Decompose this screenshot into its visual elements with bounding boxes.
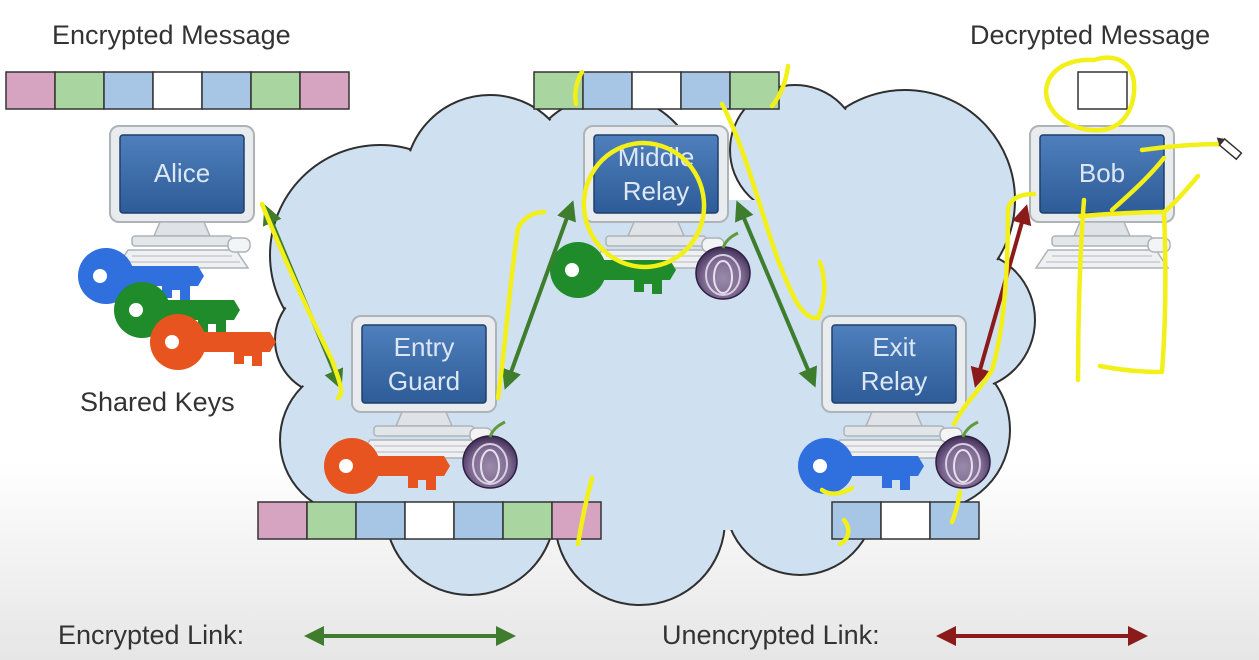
message-block-pink (551, 501, 602, 540)
message-block-white (631, 71, 682, 110)
message-blocks-exit (831, 501, 980, 540)
blue-key-icon-exit (798, 438, 924, 494)
unencrypted-link-legend-label: Unencrypted Link: (662, 620, 880, 650)
computer-exit-relay: Exit Relay (821, 315, 967, 459)
message-block-green (306, 501, 357, 540)
message-block-white (880, 501, 931, 540)
exit-relay-label-1: Exit (872, 332, 916, 362)
orange-key-icon (150, 314, 276, 370)
message-block-blue (453, 501, 504, 540)
computer-bob: Bob (1029, 125, 1175, 269)
message-block-green (54, 71, 105, 110)
message-block-pink (257, 501, 308, 540)
encrypted-message-title: Encrypted Message (52, 20, 291, 50)
encrypted-link-middle-exit (735, 200, 817, 388)
yellow-annotations (259, 55, 1225, 547)
decrypted-message-title: Decrypted Message (970, 20, 1211, 50)
message-block-pink (299, 71, 350, 110)
entry-guard-label-1: Entry (394, 332, 455, 362)
orange-key-icon-entry (324, 438, 450, 494)
message-blocks-entry (257, 501, 602, 540)
message-block-green (250, 71, 301, 110)
green-key-icon (114, 282, 240, 338)
shared-keys-label: Shared Keys (80, 387, 235, 417)
exit-relay-label-2: Relay (861, 366, 927, 396)
computer-entry-guard: Entry Guard (351, 315, 497, 459)
message-block-blue (103, 71, 154, 110)
message-block-green (502, 501, 553, 540)
encrypted-link-legend-label: Encrypted Link: (58, 620, 245, 650)
alice-label: Alice (154, 158, 210, 188)
unencrypted-link-exit-bob (970, 204, 1032, 388)
message-blocks-alice (5, 71, 350, 110)
pencil-cursor-icon (1216, 137, 1243, 161)
message-block-pink (5, 71, 56, 110)
middle-relay-label-2: Relay (623, 176, 689, 206)
message-block-blue (831, 501, 882, 540)
message-block-white (1077, 71, 1128, 110)
message-block-white (404, 501, 455, 540)
blue-key-icon (78, 248, 204, 304)
bob-label: Bob (1079, 158, 1125, 188)
message-block-white (152, 71, 203, 110)
message-block-blue (582, 71, 633, 110)
entry-guard-label-2: Guard (388, 366, 460, 396)
message-block-blue (355, 501, 406, 540)
message-blocks-bob (1077, 71, 1128, 110)
message-blocks-middle (533, 71, 780, 110)
computer-alice: Alice (109, 125, 255, 269)
encrypted-link-entry-middle (502, 200, 576, 390)
message-block-blue (201, 71, 252, 110)
